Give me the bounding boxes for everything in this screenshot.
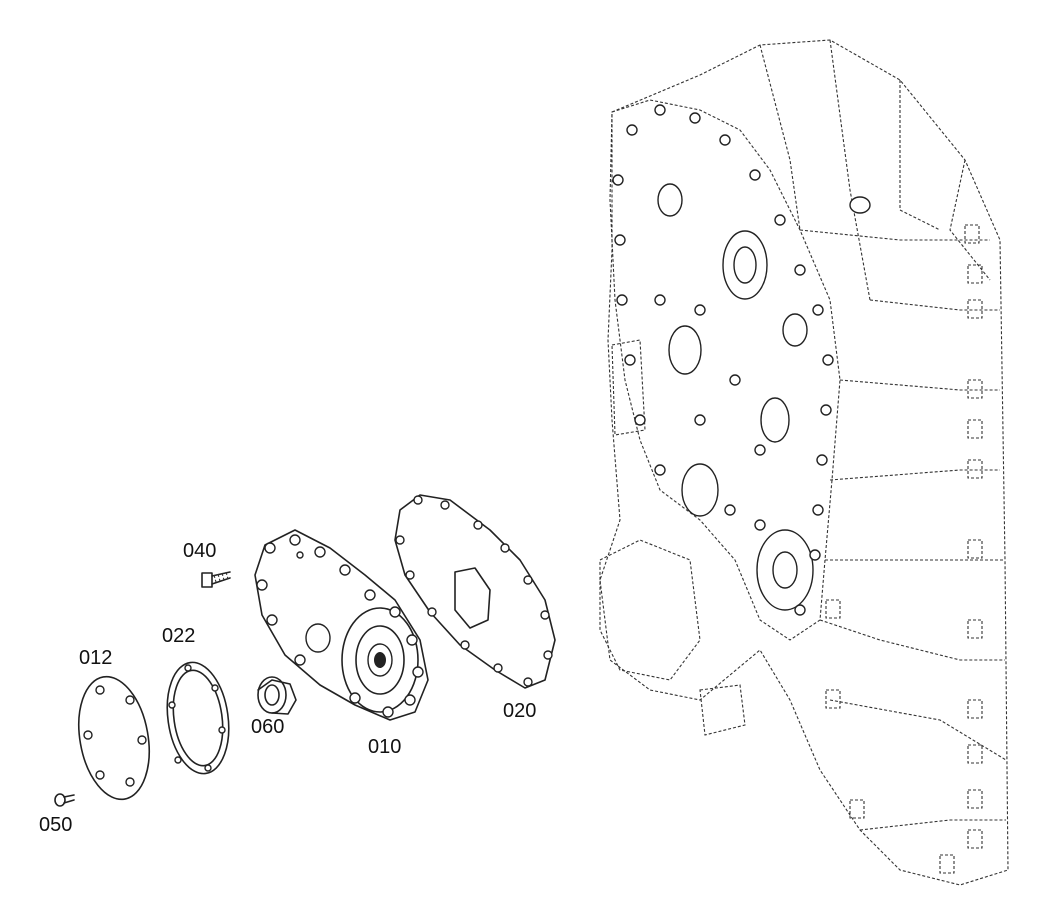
part-010-pump-plate [254, 529, 429, 721]
label-060: 060 [251, 716, 284, 738]
part-012-cover-plate [78, 675, 150, 801]
label-022: 022 [162, 625, 195, 647]
label-040: 040 [183, 540, 216, 562]
part-050-screw [54, 793, 75, 807]
gearbox-housing [599, 39, 1009, 886]
label-012: 012 [79, 647, 112, 669]
label-020: 020 [503, 700, 536, 722]
label-050: 050 [39, 814, 72, 836]
part-040-bolt [201, 571, 231, 588]
part-060-bushing [257, 676, 297, 715]
part-022-gasket-ring [166, 661, 230, 775]
label-010: 010 [368, 736, 401, 758]
part-020-gasket [394, 494, 556, 689]
